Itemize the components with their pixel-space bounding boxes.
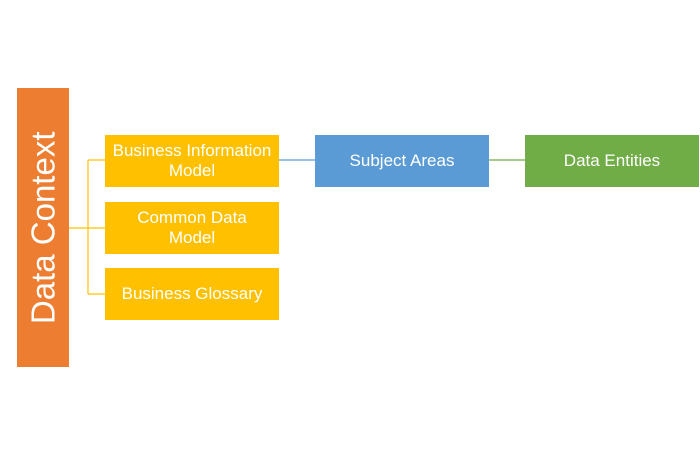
data-context-label: Data Context: [24, 131, 62, 324]
subject-areas-node: Subject Areas: [315, 135, 489, 187]
business-information-model-node: Business Information Model: [105, 135, 279, 187]
common-data-model-node: Common Data Model: [105, 202, 279, 254]
data-context-node: Data Context: [17, 88, 69, 367]
data-entities-node: Data Entities: [525, 135, 699, 187]
business-glossary-node: Business Glossary: [105, 268, 279, 320]
